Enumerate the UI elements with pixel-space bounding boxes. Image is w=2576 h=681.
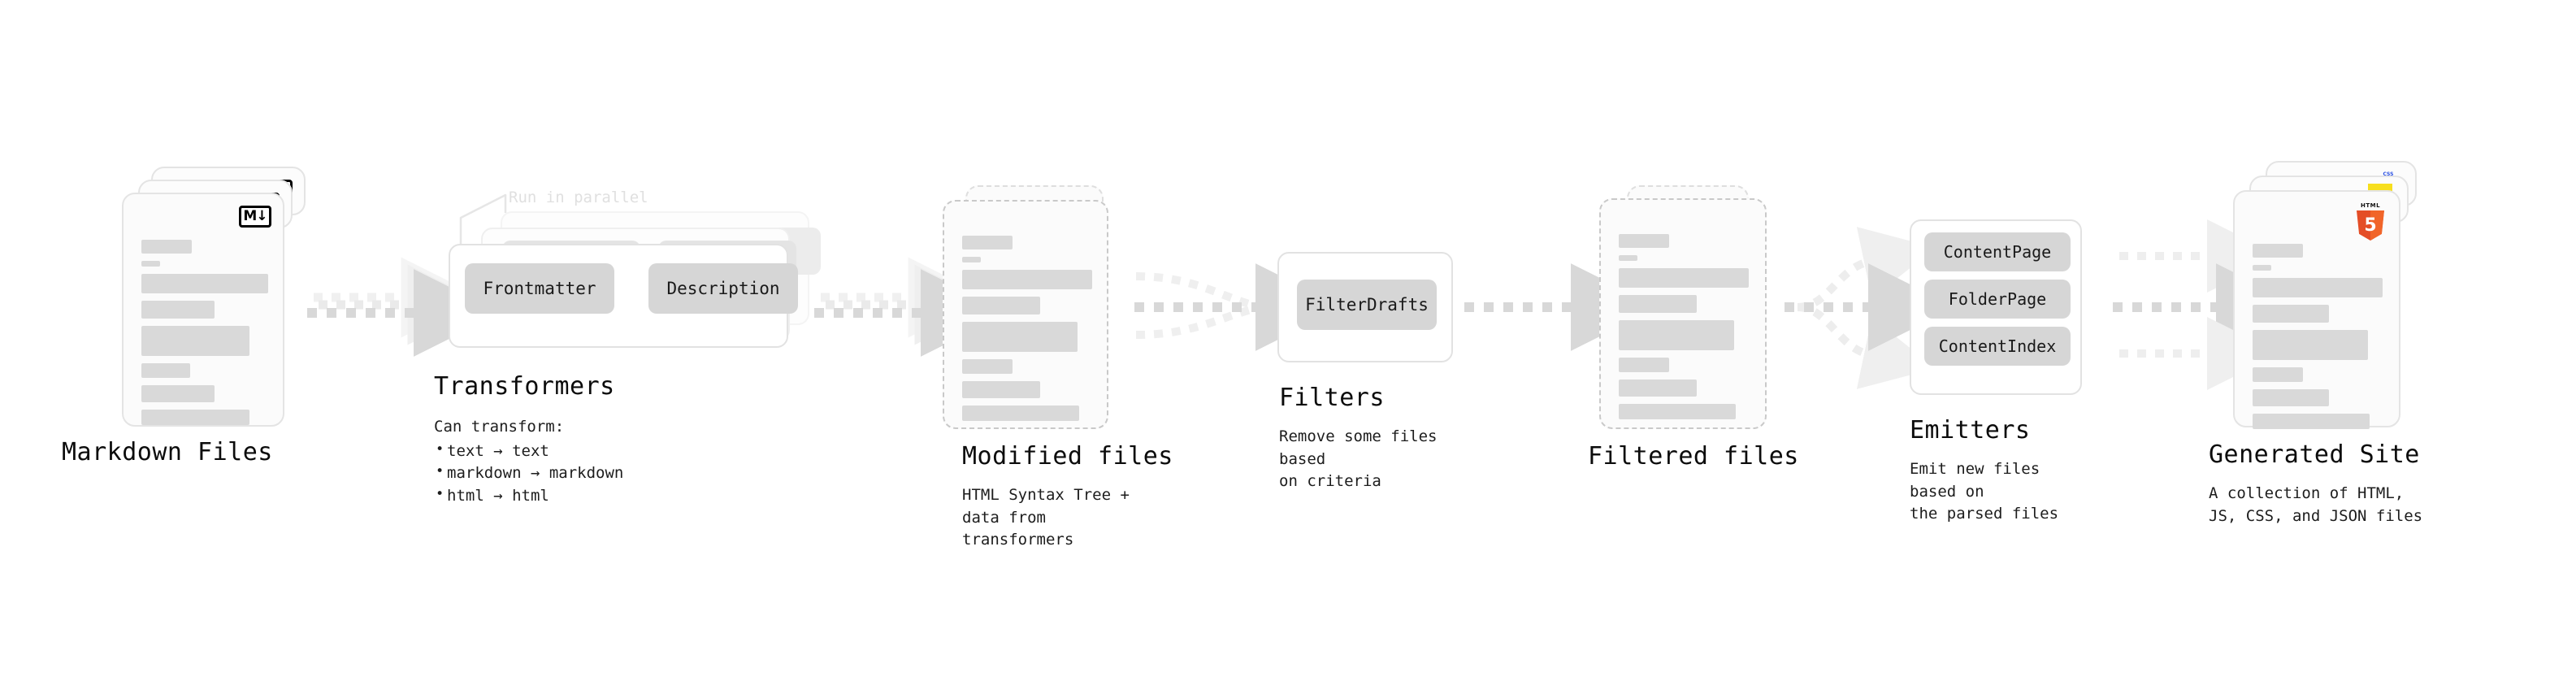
skeleton-bar xyxy=(962,297,1040,314)
skeleton-bar xyxy=(141,301,215,319)
skeleton-bar xyxy=(141,385,215,402)
skeleton-bar xyxy=(962,406,1079,421)
arrow-modified-to-filters xyxy=(1134,263,1343,351)
skeleton-bar xyxy=(141,274,268,293)
markdown-file-stack[interactable]: M↓ M↓ M↓ xyxy=(122,167,309,427)
stage-title-emitters: Emitters xyxy=(1910,416,2031,445)
skeleton-bar xyxy=(962,322,1078,352)
skeleton-bar xyxy=(1619,268,1749,288)
stage-emitters: ContentPage FolderPage ContentIndex Emit… xyxy=(1910,219,2082,523)
emitters-box[interactable]: ContentPage FolderPage ContentIndex xyxy=(1910,219,2082,395)
transformers-capabilities-lead: Can transform: xyxy=(434,418,565,436)
skeleton-bar xyxy=(962,381,1040,398)
skeleton-bar xyxy=(141,363,190,378)
markdown-file-front[interactable]: M↓ xyxy=(122,193,284,427)
filtered-file-stack[interactable] xyxy=(1599,185,1786,429)
stage-transformers: Run in parallel Frontmatter Description … xyxy=(434,187,821,505)
skeleton-bar xyxy=(1619,380,1697,397)
stage-title-filtered-files: Filtered files xyxy=(1588,442,1799,471)
plugin-pill-contentindex[interactable]: ContentIndex xyxy=(1924,327,2071,366)
transformers-capabilities: Can transform: text → text markdown → ma… xyxy=(434,416,623,507)
skeleton-bar xyxy=(141,410,249,425)
html5-icon-digit: 5 xyxy=(2364,215,2377,236)
transformers-box-stack[interactable]: Frontmatter Description xyxy=(439,187,821,349)
stage-title-markdown-files: Markdown Files xyxy=(62,438,273,466)
filtered-file-skeleton xyxy=(1619,234,1749,427)
skeleton-bar xyxy=(962,236,1013,249)
skeleton-bar xyxy=(2253,305,2329,323)
skeleton-bar xyxy=(2253,244,2303,258)
markdown-file-skeleton xyxy=(141,240,268,432)
generated-site-stack[interactable]: CSS HTML 5 xyxy=(2233,161,2436,429)
stage-subtitle-emitters: Emit new files based on the parsed files xyxy=(1910,460,2059,523)
skeleton-bar xyxy=(2253,265,2271,271)
skeleton-bar xyxy=(1619,255,1637,261)
skeleton-bar xyxy=(1619,295,1697,313)
html5-icon-label: HTML xyxy=(2360,202,2381,209)
skeleton-bar xyxy=(962,359,1013,374)
skeleton-bar xyxy=(962,257,981,262)
modified-file-front[interactable] xyxy=(943,200,1108,429)
filtered-file-front[interactable] xyxy=(1599,198,1767,429)
skeleton-bar xyxy=(1619,320,1734,350)
skeleton-bar xyxy=(2253,367,2303,382)
skeleton-bar xyxy=(1619,404,1736,419)
stage-title-transformers: Transformers xyxy=(434,372,615,401)
plugin-pill-folderpage[interactable]: FolderPage xyxy=(1924,280,2071,319)
arrow-filtered-to-emitters xyxy=(1785,227,1956,389)
html5-icon: HTML 5 xyxy=(2355,203,2386,241)
skeleton-bar xyxy=(2253,330,2368,360)
skeleton-bar xyxy=(962,270,1092,289)
skeleton-bar xyxy=(141,326,249,356)
skeleton-bar xyxy=(141,261,160,267)
stage-subtitle-modified-files: HTML Syntax Tree + data from transformer… xyxy=(962,486,1130,549)
plugin-pill-description[interactable]: Description xyxy=(648,263,798,314)
modified-file-stack[interactable] xyxy=(943,185,1130,429)
stage-title-modified-files: Modified files xyxy=(962,442,1173,471)
generated-site-skeleton xyxy=(2253,244,2383,436)
stage-subtitle-filters: Remove some files based on criteria xyxy=(1279,427,1438,491)
stage-modified-files: Modified files HTML Syntax Tree + data f… xyxy=(943,185,1173,549)
stage-subtitle-generated-site: A collection of HTML, JS, CSS, and JSON … xyxy=(2209,484,2423,525)
plugin-pill-filterdrafts[interactable]: FilterDrafts xyxy=(1297,280,1437,330)
stage-filters: FilterDrafts Filters Remove some files b… xyxy=(1277,252,1453,490)
list-item: markdown → markdown xyxy=(434,462,623,485)
modified-file-skeleton xyxy=(962,236,1092,428)
stage-filtered-files: Filtered files xyxy=(1588,185,1798,471)
skeleton-bar xyxy=(2253,414,2370,429)
stage-title-filters: Filters xyxy=(1279,384,1385,412)
html5-icon-shield: 5 xyxy=(2357,210,2384,241)
skeleton-bar xyxy=(2253,389,2329,406)
css-icon-label: CSS xyxy=(2383,171,2394,177)
skeleton-bar xyxy=(141,240,192,254)
skeleton-bar xyxy=(1619,234,1669,248)
arrow-transformers-to-modified xyxy=(814,257,1008,357)
arrow-markdown-to-transformers xyxy=(307,257,501,357)
stage-title-generated-site: Generated Site xyxy=(2209,440,2420,469)
plugin-pill-frontmatter[interactable]: Frontmatter xyxy=(465,263,614,314)
skeleton-bar xyxy=(1619,358,1669,372)
stage-generated-site: CSS HTML 5 xyxy=(2209,161,2436,525)
arrow-emitters-to-site xyxy=(2113,219,2304,390)
list-item: html → html xyxy=(434,484,623,508)
plugin-pill-contentpage[interactable]: ContentPage xyxy=(1924,232,2071,271)
stage-markdown-files: M↓ M↓ M↓ Markdown Files xyxy=(62,167,309,466)
markdown-badge: M↓ xyxy=(239,206,271,228)
run-in-parallel-label: Run in parallel xyxy=(509,189,648,206)
transformers-capabilities-list: text → text markdown → markdown html → h… xyxy=(434,440,623,508)
list-item: text → text xyxy=(434,440,623,463)
filters-box[interactable]: FilterDrafts xyxy=(1277,252,1453,362)
generated-file-html[interactable]: HTML 5 xyxy=(2233,190,2400,429)
skeleton-bar xyxy=(2253,278,2383,297)
transformers-box-front[interactable]: Frontmatter Description xyxy=(449,244,798,348)
